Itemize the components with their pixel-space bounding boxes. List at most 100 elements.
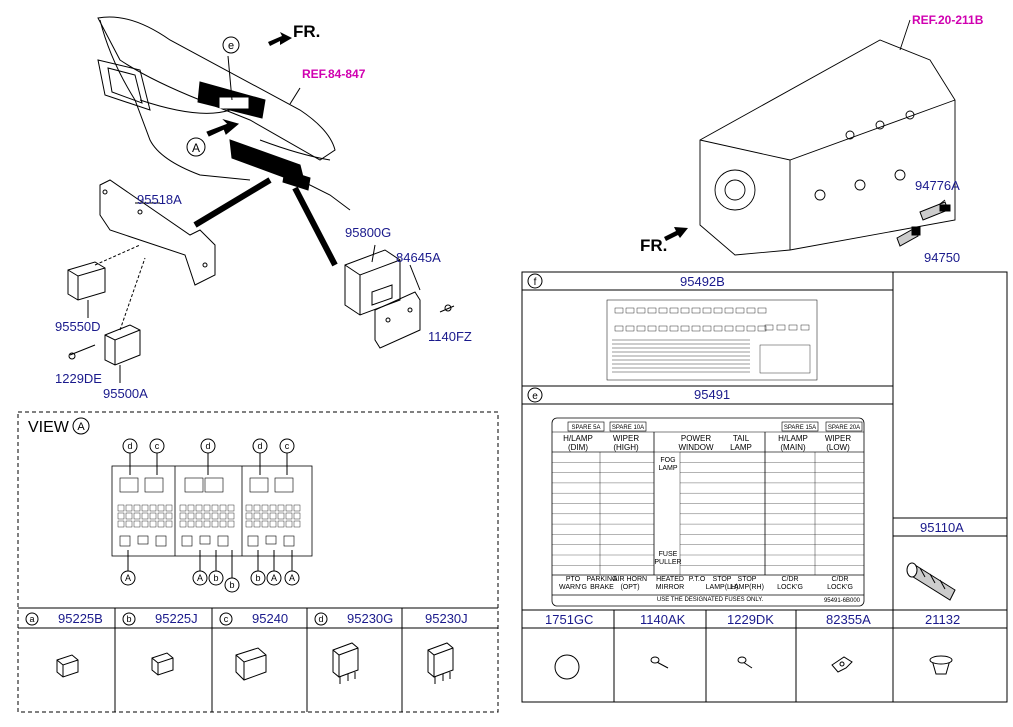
hardware-part-1140AK: 1140AK <box>640 612 686 627</box>
fuse-label-table <box>521 271 1008 703</box>
relay-socket <box>184 477 204 493</box>
fuse-slot <box>195 512 203 520</box>
fuse-slot <box>141 512 149 520</box>
ecu-95800G-illustration <box>344 244 455 349</box>
part-95110A: 95110A <box>920 520 964 535</box>
fr-arrow-engine <box>664 227 688 241</box>
tiny-fuse-box <box>724 307 734 314</box>
relay-socket <box>119 477 139 493</box>
fuse-slot <box>261 504 269 512</box>
tiny-fuse-box <box>669 325 679 332</box>
fuse-slot <box>179 512 187 520</box>
fuse-header: (LOW) <box>826 443 850 452</box>
fuse-bottom-label: STOP <box>738 576 757 583</box>
relay-socket-small <box>137 535 149 545</box>
fr-label-engine: FR. <box>640 236 667 255</box>
relay-table-letter: c <box>224 614 229 624</box>
callout-f: f <box>527 273 543 289</box>
spare-box <box>609 421 647 432</box>
tiny-fuse-box <box>691 307 701 314</box>
tiny-fuse-box <box>691 325 701 332</box>
tiny-fuse-box <box>647 325 657 332</box>
relay-table-letter: a <box>29 614 34 624</box>
tiny-fuse-box <box>776 324 786 331</box>
fuse-bottom-label: LOCK'G <box>777 584 803 591</box>
relay-table-part: 95230J <box>425 611 468 626</box>
fuse-slot <box>179 504 187 512</box>
fuse-slot <box>277 520 285 528</box>
tiny-fuse-box <box>757 325 767 332</box>
tiny-fuse-box <box>713 307 723 314</box>
fuse-header: (MAIN) <box>780 443 806 452</box>
relay-table-callout-d <box>314 612 328 626</box>
view-a-circle: A <box>72 417 90 435</box>
fuse-header: WIPER <box>825 434 851 443</box>
relay-table-part: 95240 <box>252 611 288 626</box>
svg-text:e: e <box>532 391 538 402</box>
fr-label-top: FR. <box>293 22 320 41</box>
tiny-fuse-box <box>614 307 624 314</box>
tiny-fuse-box <box>636 325 646 332</box>
relay-table-letter: d <box>318 614 323 624</box>
callout-e-dashboard: e <box>222 36 240 54</box>
view-callout-letter: d <box>127 441 132 451</box>
tiny-fuse-box <box>636 307 646 314</box>
fuse-slot <box>125 504 133 512</box>
fuse-bottom-label: PARKING <box>587 576 618 583</box>
tiny-fuse-box <box>713 325 723 332</box>
tiny-fuse-box <box>658 325 668 332</box>
part-95500A: 95500A <box>103 386 148 401</box>
fuse-slot <box>219 520 227 528</box>
module-95550D-illustration <box>67 261 106 318</box>
sensor-94776A-illustration <box>919 201 951 221</box>
grommet-1751GC-illustration <box>554 654 580 680</box>
fuse-bottom-label: P.T.O <box>689 576 706 583</box>
engine-block-illustration <box>699 19 956 256</box>
svg-text:A: A <box>77 421 85 433</box>
fuse-slot <box>157 512 165 520</box>
fuse-slot <box>203 504 211 512</box>
relay-socket <box>144 477 164 493</box>
connector-95110A-illustration <box>906 562 956 601</box>
spare-box <box>781 421 819 432</box>
relay-95240-illustration <box>235 647 267 681</box>
relay-socket <box>249 477 269 493</box>
fuse-slot <box>245 512 253 520</box>
fuse-slot <box>157 504 165 512</box>
relay-table-callout-a <box>25 612 39 626</box>
fuse-slot <box>269 520 277 528</box>
fuse-slot <box>227 512 235 520</box>
plug-21132-illustration <box>929 655 953 675</box>
fuse-slot <box>133 504 141 512</box>
fuse-slot <box>219 504 227 512</box>
sensor-94750-illustration <box>896 226 921 247</box>
fuse-slot <box>165 520 173 528</box>
relay-socket-small <box>247 535 259 547</box>
part-1229DE: 1229DE <box>55 371 102 386</box>
tiny-fuse-box <box>800 324 810 331</box>
fuse-bottom-label: BRAKE <box>590 584 614 591</box>
relay-socket-small <box>119 535 131 547</box>
tiny-relay-table <box>759 344 811 374</box>
fuse-header: TAIL <box>733 434 750 443</box>
tiny-fuse-box <box>746 325 756 332</box>
fuse-side-label: PULLER <box>654 559 681 566</box>
fuse-slot <box>187 520 195 528</box>
fuse-slot <box>165 512 173 520</box>
fuse-slot <box>117 520 125 528</box>
fuse-bottom-label: LOCK'G <box>827 584 853 591</box>
fuse-slot <box>195 520 203 528</box>
fuse-slot <box>133 512 141 520</box>
fuse-bottom-label: LAMP(RH) <box>730 584 764 591</box>
clip-82355A-illustration <box>831 656 853 673</box>
tiny-fuse-box <box>735 307 745 314</box>
dashboard-illustration <box>97 16 351 267</box>
fuse-slot <box>187 504 195 512</box>
fr-arrow-top <box>268 32 292 46</box>
view-callout-letter: A <box>271 573 277 583</box>
spare-box <box>825 421 863 432</box>
fuse-slot <box>203 512 211 520</box>
fuse-slot <box>227 520 235 528</box>
fuse-slot <box>149 520 157 528</box>
fuse-header: POWER <box>681 434 711 443</box>
